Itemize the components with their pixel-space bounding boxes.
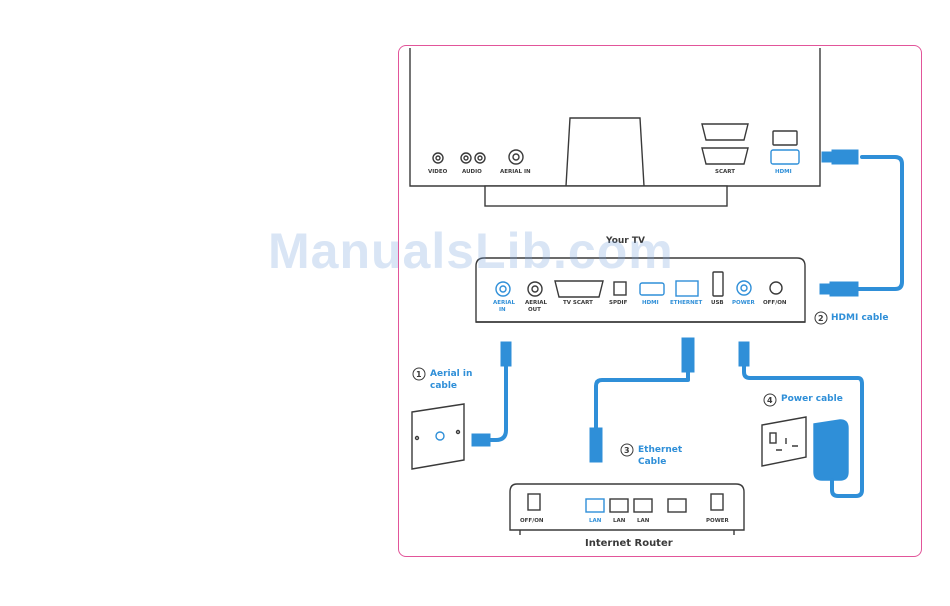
tv-rear-panel <box>410 48 820 206</box>
hdmi-plug-box <box>820 282 858 296</box>
aerial-plug-wall <box>472 434 490 446</box>
power-plug-box <box>739 342 749 366</box>
wall-aerial-socket <box>412 404 464 469</box>
box-off-on-label: OFF/ON <box>763 300 787 306</box>
box-aerial-in-label-2: IN <box>499 307 506 313</box>
tv-aerial-in-port <box>509 150 523 164</box>
step-3: 3 Ethernet Cable <box>621 444 683 467</box>
tv-audio-label: AUDIO <box>462 169 482 175</box>
box-aerial-out-label-2: OUT <box>528 307 541 313</box>
internet-router <box>510 484 744 535</box>
hdmi-cable <box>858 157 902 289</box>
step-1-label-1: Aerial in <box>430 369 472 379</box>
tv-audio-ports <box>461 153 485 163</box>
step-2: 2 HDMI cable <box>815 312 888 324</box>
step-1-number: 1 <box>416 370 422 379</box>
manualslib-watermark: ManualsLib.com <box>268 222 674 280</box>
step-4-label-1: Power cable <box>781 394 843 404</box>
router-caption: Internet Router <box>585 538 673 549</box>
tv-scart-label: SCART <box>715 169 735 175</box>
tv-hdmi-label: HDMI <box>775 169 792 175</box>
box-usb-label: USB <box>711 300 724 306</box>
box-spdif-label: SPDIF <box>609 300 628 306</box>
tv-scart-ports <box>702 124 748 164</box>
box-aerial-out-label-1: AERIAL <box>525 300 548 306</box>
router-lan-label-2: LAN <box>613 518 626 524</box>
step-4-number: 4 <box>767 396 773 405</box>
router-lan-label-1: LAN <box>589 518 602 524</box>
step-4: 4 Power cable <box>764 394 843 406</box>
tv-video-label: VIDEO <box>428 169 448 175</box>
router-lan-label-3: LAN <box>637 518 650 524</box>
step-1: 1 Aerial in cable <box>413 368 472 391</box>
wall-power-socket <box>762 417 806 466</box>
step-1-label-2: cable <box>430 381 457 391</box>
step-3-number: 3 <box>624 446 630 455</box>
ethernet-plug-router <box>590 428 602 462</box>
aerial-plug-box <box>501 342 511 366</box>
tv-hdmi-port <box>771 150 799 164</box>
tv-usb-port <box>773 131 797 145</box>
aerial-cable <box>486 362 506 440</box>
step-2-label-1: HDMI cable <box>831 313 888 323</box>
tv-aerial-in-label: AERIAL IN <box>500 169 531 175</box>
box-hdmi-label: HDMI <box>642 300 659 306</box>
box-tv-scart-label: TV SCART <box>563 300 593 306</box>
step-2-number: 2 <box>818 314 824 323</box>
ethernet-plug-box <box>682 338 694 372</box>
step-3-label-2: Cable <box>638 457 666 467</box>
box-ethernet-label: ETHERNET <box>670 300 702 306</box>
ethernet-cable <box>596 372 688 432</box>
box-power-label: POWER <box>732 300 756 306</box>
router-power-label: POWER <box>706 518 730 524</box>
power-adapter <box>814 420 848 480</box>
hdmi-plug-tv <box>822 150 858 164</box>
step-3-label-1: Ethernet <box>638 445 683 455</box>
box-aerial-in-label-1: AERIAL <box>493 300 516 306</box>
tv-video-port <box>433 153 443 163</box>
router-off-on-label: OFF/ON <box>520 518 544 524</box>
